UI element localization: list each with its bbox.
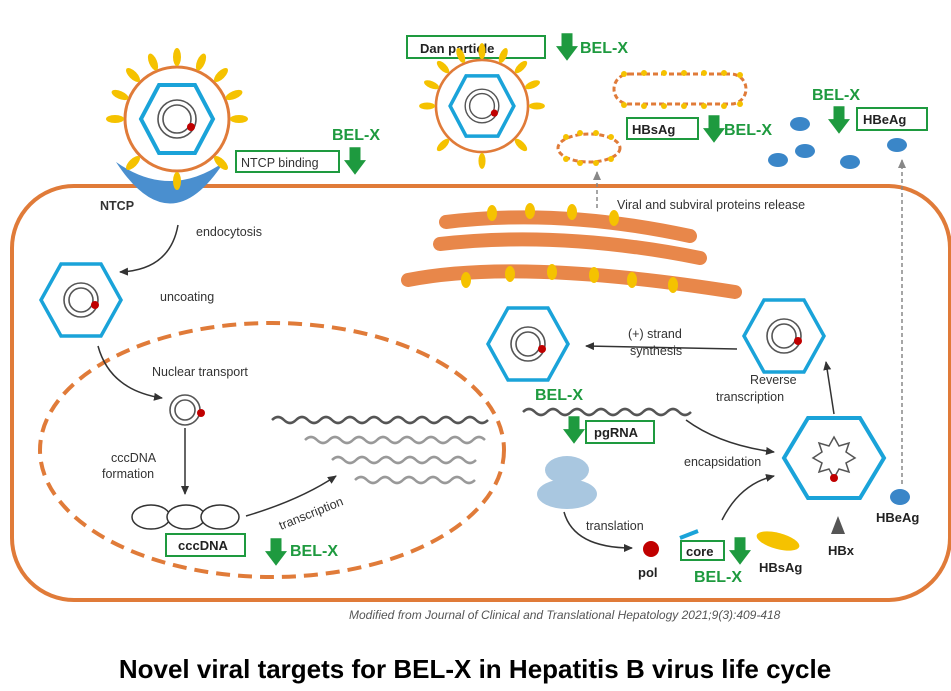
- cccdna-minichromosome-icon: [131, 504, 240, 530]
- transcription-label: transcription: [277, 494, 345, 533]
- inhibition-arrow-icon: [344, 147, 366, 175]
- er-golgi: [401, 210, 742, 299]
- bel-x-label: BEL-X: [580, 40, 628, 57]
- cccdna-formation-label: cccDNA: [111, 451, 157, 465]
- endocytosis-label: endocytosis: [196, 225, 262, 239]
- ribosome-icon: [537, 456, 597, 509]
- bel-x-label: BEL-X: [724, 122, 772, 139]
- entering-virion-icon: [104, 46, 250, 192]
- nuclear-transport-arrow: [97, 345, 163, 401]
- translation-label: translation: [586, 519, 644, 533]
- rna-transcripts-icon: [271, 415, 489, 485]
- nuclear-transport-label: Nuclear transport: [152, 365, 248, 379]
- inhibition-arrow-icon: [556, 33, 578, 61]
- core-to-capsid-arrow: [721, 473, 775, 521]
- rcdna-icon: [169, 394, 205, 426]
- er-hbsag-dots: [461, 203, 678, 293]
- hbeag-molecule-icon: [890, 489, 910, 505]
- pol-protein-icon: [643, 541, 659, 557]
- bel-x-label: BEL-X: [290, 543, 338, 560]
- transcription-arrow: [245, 475, 337, 517]
- plus-strand-label: synthesis: [630, 344, 682, 358]
- inhibition-arrow-icon: [828, 106, 850, 134]
- core-protein-icon: [679, 529, 699, 540]
- hbeag-molecules-icon: [768, 117, 907, 169]
- ntcp-receptor: [116, 162, 224, 204]
- cccdna-label: cccDNA: [178, 538, 228, 553]
- ntcp-label: NTCP: [100, 199, 134, 213]
- inhibition-arrow-icon: [729, 537, 751, 565]
- bel-x-label: BEL-X: [535, 387, 583, 404]
- uncoated-capsid-icon: [39, 262, 123, 338]
- reverse-transcription-label: transcription: [716, 390, 784, 404]
- core-label: core: [686, 544, 713, 559]
- inhibition-arrow-icon: [703, 115, 725, 143]
- pgrna-strand-icon: [522, 407, 692, 417]
- citation: Modified from Journal of Clinical and Tr…: [349, 608, 781, 622]
- released-virion-icon: [417, 41, 547, 171]
- pgrna-label: pgRNA: [594, 425, 639, 440]
- hbsag-protein-icon: [756, 531, 800, 551]
- reverse-transcription-label: Reverse: [750, 373, 797, 387]
- hbsag-label: HBsAg: [632, 122, 675, 137]
- ntcp-binding-box: [235, 150, 340, 173]
- hbsag-box: [626, 117, 699, 140]
- nucleus: [38, 321, 506, 579]
- plus-strand-synthesis-arrow: [585, 342, 738, 351]
- bel-x-label: BEL-X: [812, 87, 860, 104]
- inhibition-arrow-icon: [563, 416, 585, 444]
- endocytosis-arrow: [119, 224, 179, 276]
- plus-strand-label: (+) strand: [628, 327, 682, 341]
- bel-x-label: BEL-X: [332, 127, 380, 144]
- dan-particle-box: [406, 35, 546, 59]
- release-label: Viral and subviral proteins release: [617, 198, 805, 212]
- encapsidation-pgrna-arrow: [685, 419, 775, 455]
- cccdna-formation-label: formation: [102, 467, 154, 481]
- hbsag-protein-label: HBsAg: [759, 560, 802, 575]
- pol-label: pol: [638, 565, 658, 580]
- mature-nucleocapsid-icon: [742, 298, 826, 374]
- inhibition-arrow-icon: [265, 538, 287, 566]
- ntcp-binding-label: NTCP binding: [241, 156, 319, 170]
- rcdna-nucleocapsid-icon: [486, 306, 570, 382]
- filamentous-particle-icon: [612, 70, 748, 109]
- cell-membrane: [10, 184, 951, 602]
- hbx-label: HBx: [828, 543, 855, 558]
- pgrna-box: [585, 420, 655, 444]
- cccdna-box: [165, 533, 246, 557]
- core-box: [680, 540, 725, 561]
- hbx-triangle-icon: [831, 516, 845, 534]
- uncoating-label: uncoating: [160, 290, 214, 304]
- hbeag-label: HBeAg: [863, 112, 906, 127]
- bel-x-label: BEL-X: [694, 569, 742, 586]
- figure-title: Novel viral targets for BEL-X in Hepatit…: [119, 654, 831, 684]
- nucleocapsid-pgrna-icon: [781, 416, 887, 500]
- reverse-transcription-arrow: [823, 361, 835, 415]
- spherical-particle-icon: [556, 130, 622, 166]
- encapsidation-label: encapsidation: [684, 455, 761, 469]
- hbeag-box: [856, 107, 928, 131]
- translation-arrow: [563, 511, 633, 552]
- hbeag-cell-label: HBeAg: [876, 510, 919, 525]
